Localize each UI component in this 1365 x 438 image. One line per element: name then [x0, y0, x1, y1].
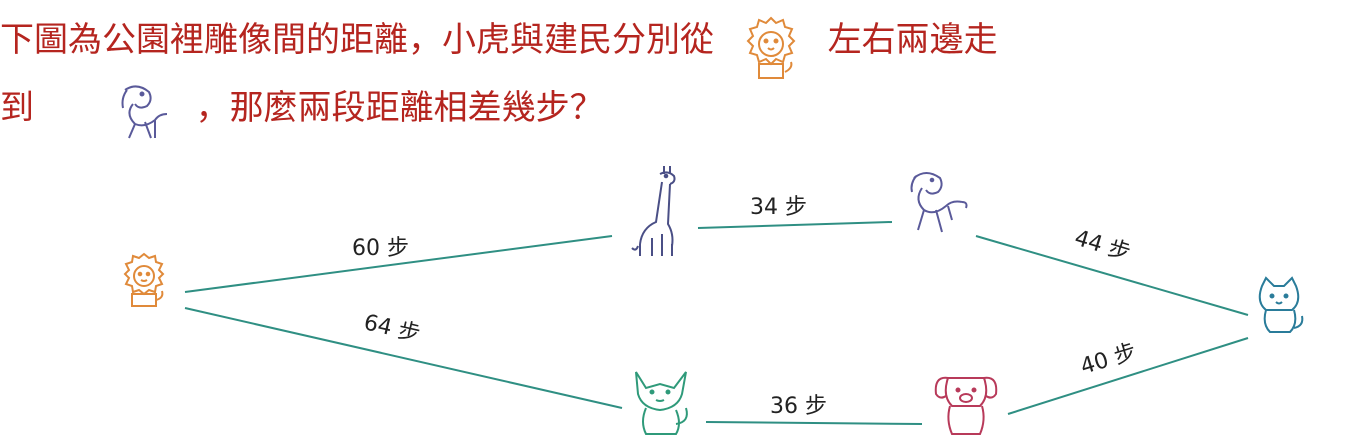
edge-label-dog-cat: 40 步: [1078, 339, 1140, 380]
edge-lion-fox: [184, 307, 623, 409]
fox-statue-icon: [635, 371, 688, 435]
edge-giraffe-horse: [697, 221, 893, 229]
dog-statue-icon: [934, 376, 998, 435]
horse-icon: [45, 82, 185, 152]
question-text-part-2: 左右兩邊走: [827, 19, 998, 60]
question-line-2: 到 ，那麼兩段距離相差幾步？: [0, 74, 604, 144]
question-text-part-1: 下圖為公園裡雕像間的距離，小虎與建民分別從: [0, 19, 714, 60]
edge-label-lion-fox: 64 步: [361, 310, 422, 347]
cat-statue-icon: [1258, 276, 1304, 333]
edge-label-giraffe-horse: 34 步: [750, 195, 807, 220]
lion-statue-icon: [123, 252, 165, 307]
question-text-part-3: 到: [0, 87, 34, 128]
edge-fox-dog: [705, 421, 923, 425]
lion-icon: [725, 14, 817, 84]
edge-lion-giraffe: [184, 235, 613, 293]
question-line-1: 下圖為公園裡雕像間的距離，小虎與建民分別從 左右兩邊走: [0, 6, 998, 79]
horse-statue-icon: [910, 172, 968, 233]
giraffe-statue-icon: [631, 166, 676, 256]
edge-dog-cat: [1007, 337, 1249, 415]
edge-label-fox-dog: 36 步: [770, 394, 827, 419]
edge-label-lion-giraffe: 60 步: [352, 236, 409, 261]
edge-horse-cat: [975, 235, 1249, 316]
question-text-part-4: ，那麼兩段距離相差幾步？: [195, 87, 604, 128]
edge-label-horse-cat: 44 步: [1071, 226, 1133, 267]
